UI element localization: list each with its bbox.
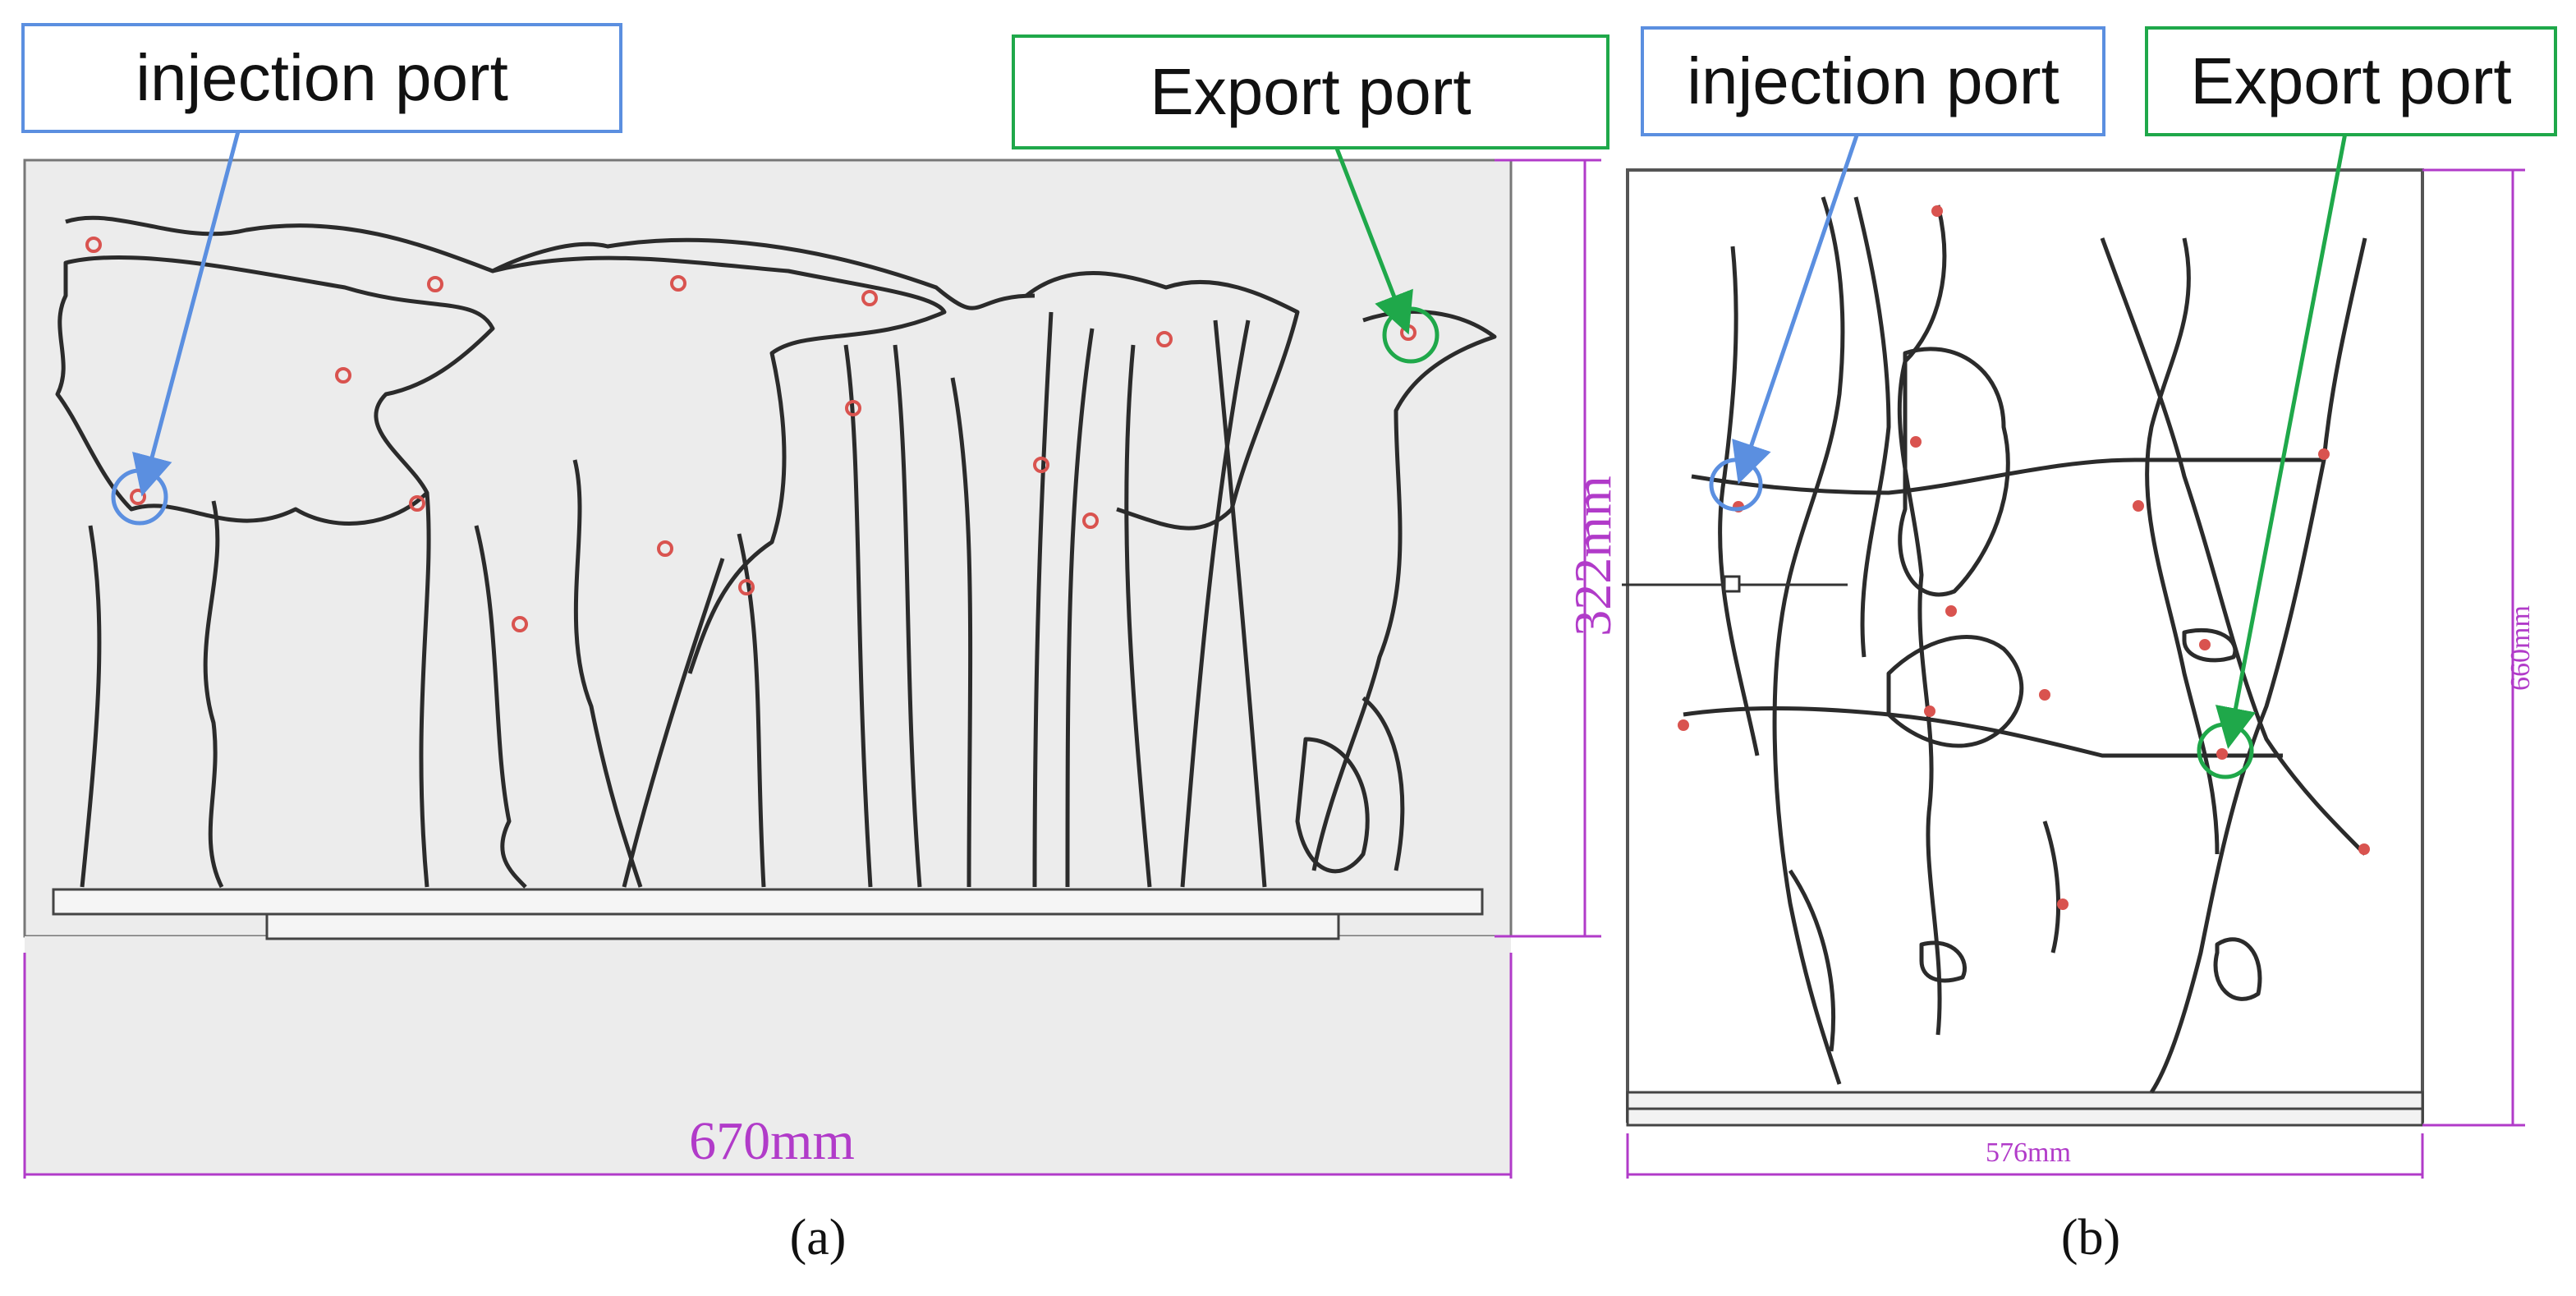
sample-point (427, 276, 443, 292)
panel-a-caption: (a) (789, 1210, 847, 1266)
panel-b-injection-arrow (1732, 132, 1860, 485)
panel-a-dimension-lines (23, 159, 1601, 1179)
panel-a-export-port-text: Export port (1150, 55, 1472, 128)
sample-point (861, 290, 878, 306)
sample-point (2057, 898, 2069, 910)
sample-point (512, 616, 528, 632)
panel-b-base-foot (1626, 1107, 2424, 1127)
panel-a-width-dimension: 670mm (689, 1111, 855, 1171)
sample-point (2358, 843, 2370, 855)
sample-point (1931, 205, 1943, 217)
panel-b-background (1626, 168, 2424, 1123)
sample-point (2199, 639, 2211, 650)
sample-point (2318, 448, 2330, 460)
sample-point (1678, 719, 1689, 731)
panel-a-frame-extension (25, 936, 1511, 1174)
panel-a-sample-points (85, 237, 1417, 632)
panel-b-reference-marker (1723, 575, 1741, 593)
panel-b-dimension-lines (1626, 168, 2525, 1179)
sample-point (409, 495, 425, 512)
sample-point (1924, 705, 1935, 717)
sample-point (1156, 331, 1173, 347)
sample-point (2133, 500, 2144, 512)
sample-point (1082, 512, 1099, 529)
sample-point (1945, 605, 1957, 617)
sample-point (335, 367, 351, 384)
panel-a-base-foot (265, 912, 1340, 940)
sample-point (2039, 689, 2050, 701)
panel-b-height-dimension: 660mm (2505, 605, 2536, 691)
sample-point (1033, 457, 1049, 473)
panel-b-export-arrow (2215, 132, 2348, 749)
sample-point (738, 579, 755, 595)
sample-point (1910, 436, 1922, 448)
panel-a-injection-port-label: injection port (21, 23, 622, 133)
panel-b-caption: (b) (2060, 1210, 2121, 1266)
panel-a-export-arrow (1328, 131, 1413, 335)
panel-b-export-port-text: Export port (2190, 44, 2512, 117)
sample-point (845, 400, 861, 416)
panel-a-height-dimension: 322mm (1564, 476, 1622, 637)
panel-b (1622, 132, 2525, 1179)
panel-b-injection-port-text: injection port (1687, 44, 2059, 117)
panel-b-export-port-label: Export port (2145, 26, 2557, 136)
panel-b-sample-points (1678, 205, 2370, 910)
sample-point (2216, 748, 2228, 760)
sample-point (85, 237, 102, 253)
panel-a-fracture-network (55, 215, 1497, 889)
panel-a-background (23, 159, 1513, 938)
panel-a (23, 131, 1601, 1179)
panel-b-injection-port-label: injection port (1641, 26, 2105, 136)
panel-b-base-plate (1626, 1091, 2424, 1110)
panel-a-injection-port-text: injection port (135, 41, 508, 114)
sample-point (657, 540, 673, 557)
panel-b-width-dimension: 576mm (1986, 1137, 2071, 1168)
panel-b-fracture-network (1683, 196, 2367, 1094)
panel-a-injection-arrow (132, 131, 241, 497)
sample-point (670, 275, 686, 292)
panel-a-export-port-label: Export port (1012, 34, 1609, 149)
panel-a-base-plate (52, 888, 1484, 916)
